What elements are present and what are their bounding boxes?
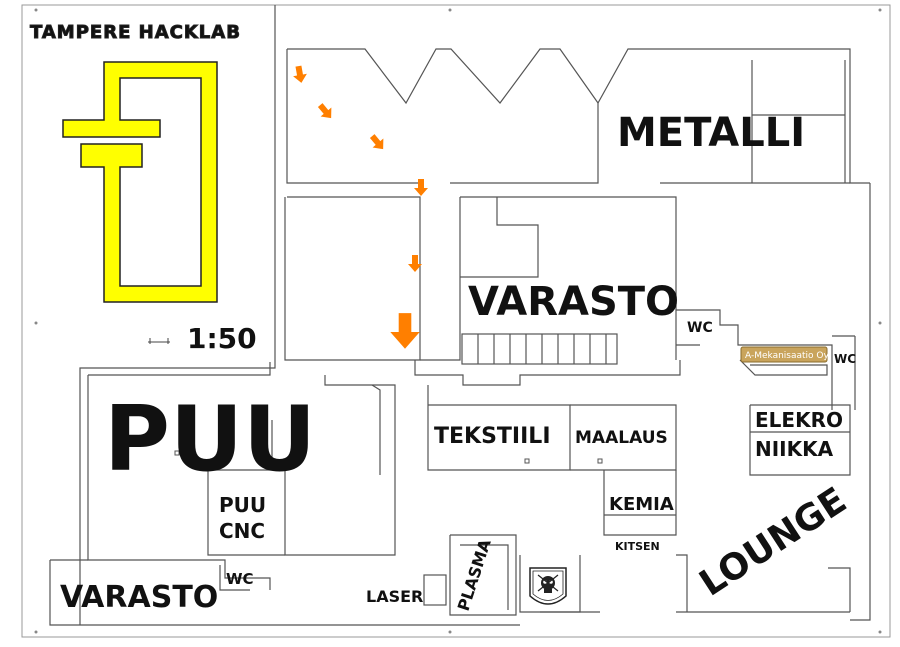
room-label-puu-cnc-line2: CNC [219, 519, 265, 543]
arrow-down-icon [390, 313, 420, 349]
room-label-elekroniikka-line1: ELEKRO [755, 408, 843, 432]
arrow-down-icon [291, 64, 309, 85]
hacklab-logo [62, 61, 218, 303]
room-label-varasto-left: VARASTO [60, 580, 218, 615]
room-label-metalli: METALLI [617, 110, 805, 156]
skull-shield-emblem-icon [529, 567, 567, 605]
room-label-puu: PUU [104, 387, 316, 492]
room-label-wc-right: WC [834, 352, 856, 366]
direction-arrows [291, 64, 428, 349]
room-label-kitsen: KITSEN [615, 540, 660, 553]
company-sign-label: A-Mekanisaatio Oy [745, 351, 829, 361]
room-label-lounge: LOUNGE [693, 480, 854, 605]
scale-bar-icon [148, 338, 170, 344]
frame-dots [34, 8, 882, 634]
room-label-laser: LASER [366, 587, 423, 606]
room-label-wc-left: WC [226, 570, 254, 588]
arrow-down-icon [366, 131, 389, 154]
room-label-maalaus: MAALAUS [575, 428, 668, 448]
room-label-tekstiili: TEKSTIILI [434, 424, 551, 449]
arrow-down-icon [414, 179, 428, 196]
arrow-down-icon [314, 100, 337, 123]
room-label-kemia: KEMIA [609, 494, 674, 515]
room-label-elekroniikka-line2: NIIKKA [755, 437, 834, 461]
scale-label: 1:50 [187, 322, 257, 355]
room-label-wc-center: WC [687, 320, 713, 336]
staircase [461, 333, 618, 365]
site-title: TAMPERE HACKLAB [30, 22, 241, 43]
room-label-varasto-center: VARASTO [468, 279, 679, 325]
company-sign: A-Mekanisaatio Oy [740, 346, 829, 363]
outer-frame [21, 4, 891, 638]
room-label-plasma: PLASMA [454, 536, 495, 613]
room-label-puu-cnc-line1: PUU [219, 493, 266, 517]
walls [49, 5, 871, 626]
fixture-markers [174, 450, 603, 464]
